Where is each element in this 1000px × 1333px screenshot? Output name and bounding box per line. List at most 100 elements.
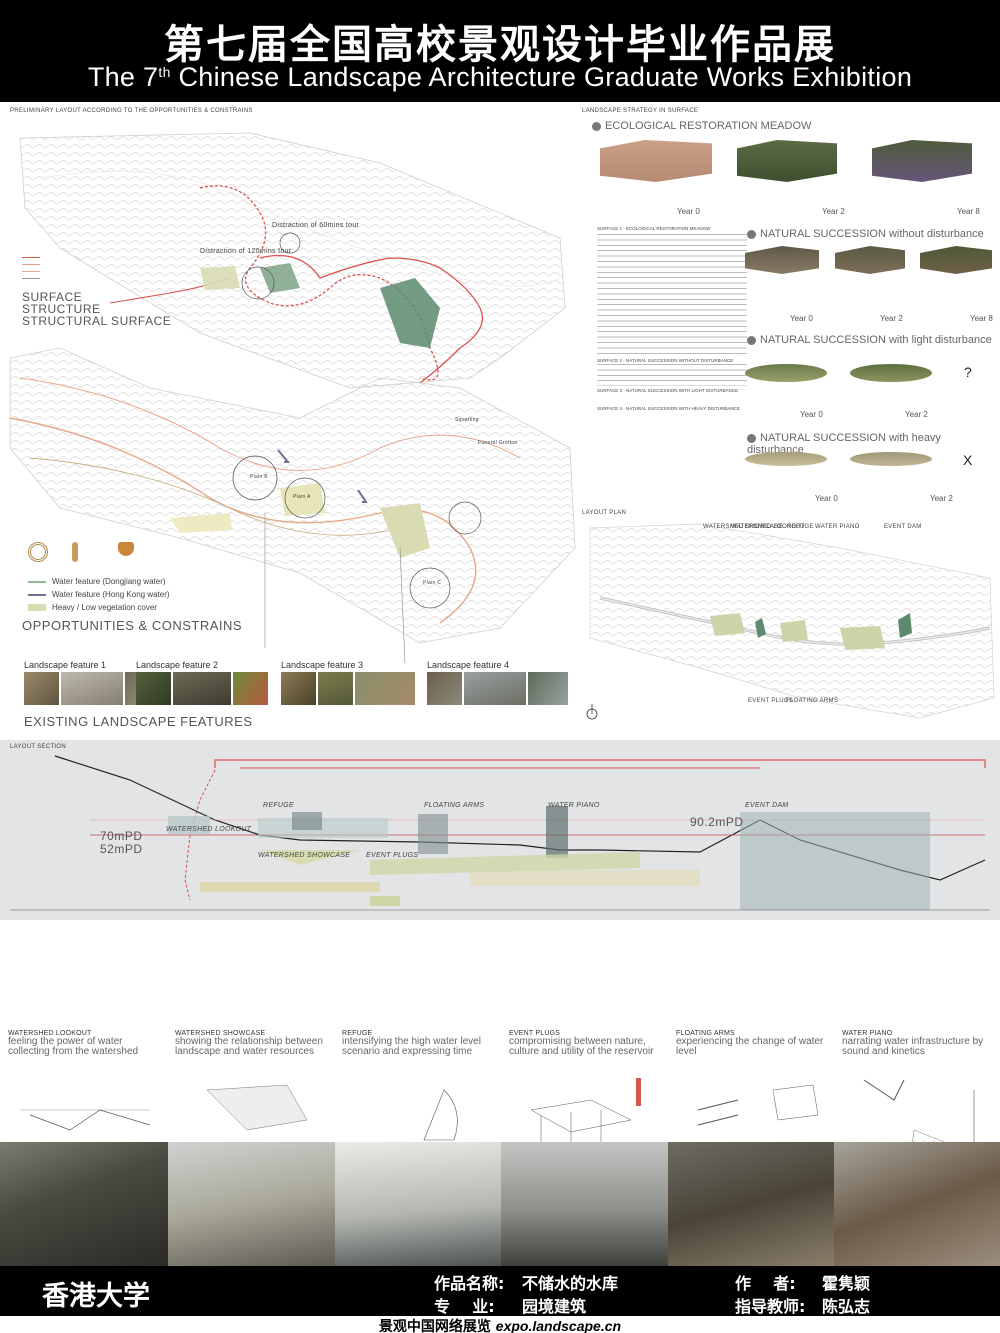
nat1-year0-terrain (745, 246, 819, 274)
preliminary-layout-title: PRELIMINARY LAYOUT ACCORDING TO THE OPPO… (10, 108, 253, 114)
para-title-1: SURFACE 1 - ECOLOGICAL RESTORATION MEADO… (597, 226, 711, 231)
nat3-year2-terrain (850, 452, 932, 466)
tour-60-label: Distraction of 60mins tour (272, 222, 360, 229)
nat1-title-text: NATURAL SUCCESSION without disturbance (760, 228, 984, 240)
nat3-year0-terrain (745, 452, 827, 466)
feature-photo (281, 672, 316, 705)
plan-label-arms: FLOATING ARMS (786, 698, 839, 704)
plan-label-refuge: REFUGE (787, 524, 814, 530)
bottom-caption: 景观中国网络展览 expo.landscape.cn (0, 1316, 1000, 1333)
legend-row-vegetation: Heavy / Low vegetation cover (28, 601, 170, 614)
plan-label-dam: EVENT DAM (884, 524, 922, 530)
feature-photo (464, 672, 526, 705)
detail-header: WATERSHED LOOKOUT feeling the power of w… (8, 1030, 164, 1057)
nat1-year8-terrain (920, 246, 992, 274)
hongkong-swatch (28, 593, 46, 596)
feature-photo (136, 672, 171, 705)
work-label: 作品名称: (434, 1274, 505, 1293)
title-en-sup: th (158, 64, 171, 80)
paragraph-block (597, 234, 747, 354)
badge-icon (747, 335, 756, 345)
section-label-dam: EVENT DAM (745, 802, 789, 809)
detail-header: FLOATING ARMS experiencing the change of… (676, 1030, 832, 1057)
plan-label-lookout: WATERSHED LOOKOUT (731, 524, 805, 530)
detail-subtitle: intensifying the high water level scenar… (342, 1036, 481, 1057)
terrain-maps (9, 132, 576, 663)
nat1-year2-terrain (835, 246, 905, 274)
bottom-url: expo.landscape.cn (495, 1318, 622, 1333)
layout-plan-title: LAYOUT PLAN (582, 510, 627, 516)
major: 园境建筑 (522, 1297, 587, 1316)
feature-label: Landscape feature 2 (136, 660, 219, 670)
structure-label: STRUCTURE (22, 302, 101, 316)
feature-photos (136, 672, 268, 705)
question-mark: ? (964, 364, 972, 380)
water-legend: Water feature (Dongjiang water) Water fe… (28, 575, 170, 614)
badge-icon (747, 433, 756, 443)
nat1-year0-label: Year 0 (790, 314, 813, 323)
well-icon (72, 542, 78, 562)
feature-photos (427, 672, 568, 705)
nat1-year2-label: Year 2 (880, 314, 903, 323)
bell-icon (28, 542, 48, 562)
poster-header: 第七届全国高校景观设计毕业作品展 The 7th Chinese Landsca… (0, 0, 1000, 102)
render-strip (0, 1142, 1000, 1266)
strategy-title: LANDSCAPE STRATEGY IN SURFACE (582, 108, 699, 114)
detail-header: REFUGE intensifying the high water level… (342, 1030, 498, 1057)
feature-label: Landscape feature 1 (24, 660, 107, 670)
layout-plan-map (586, 523, 995, 720)
render-showcase (168, 1142, 335, 1266)
detail-title: FLOATING ARMS (676, 1030, 735, 1037)
feature-photo (528, 672, 568, 705)
detail-title: EVENT PLUGS (509, 1030, 561, 1037)
section-label-piano: WATER PIANO (548, 802, 600, 809)
badge-icon (747, 229, 756, 239)
structural-surface-label: STRUCTURAL SURFACE (22, 314, 172, 328)
nat1-title: NATURAL SUCCESSION without disturbance (747, 228, 984, 240)
render-refuge (335, 1142, 501, 1266)
x-mark: X (963, 452, 973, 468)
landscape-feature-2: Landscape feature 2 (136, 660, 268, 705)
eco-title-text: ECOLOGICAL RESTORATION MEADOW (605, 120, 812, 132)
advisor-label: 指导教师: (735, 1297, 806, 1316)
feature-photo (24, 672, 59, 705)
detail-subtitle: compromising between nature, culture and… (509, 1036, 654, 1057)
para-title-3: SURFACE 3 - NATURAL SUCCESSION WITH LIGH… (597, 388, 739, 393)
section-label-refuge: REFUGE (263, 802, 294, 809)
eco-year2-terrain (737, 140, 837, 182)
university-name: 香港大学 (42, 1281, 150, 1312)
major-label: 专 业: (434, 1297, 495, 1316)
squatting-label: Squatting (455, 417, 479, 423)
detail-header: WATERSHED SHOWCASE showing the relations… (175, 1030, 331, 1057)
legend-label: Water feature (Hong Kong water) (52, 590, 170, 599)
nat1-year8-label: Year 8 (970, 314, 993, 323)
feature-photo (318, 672, 353, 705)
plan-label-showcase: WATERSHED SHOWCASE (703, 524, 783, 530)
section-label-lookout: WATERSHED LOOKOUT (166, 826, 252, 833)
route-legend-row (22, 261, 46, 268)
section-label-arms: FLOATING ARMS (424, 802, 485, 809)
render-floating-arms (668, 1142, 834, 1266)
badge-icon (592, 121, 601, 131)
section-label-plugs: EVENT PLUGS (366, 852, 419, 859)
plan-label-piano: WATER PIANO (815, 524, 860, 530)
detail-header: WATER PIANO narrating water infrastructu… (842, 1030, 998, 1057)
eco-title: ECOLOGICAL RESTORATION MEADOW (592, 120, 811, 132)
route-legend-row (22, 275, 46, 282)
title-chinese: 第七届全国高校景观设计毕业作品展 (164, 22, 836, 68)
detail-subtitle: showing the relationship between landsca… (175, 1036, 323, 1057)
nat2-year2-label: Year 2 (905, 410, 928, 419)
funeral-label: Funeral Grotton (478, 440, 518, 446)
render-event-plugs (501, 1142, 668, 1266)
legend-row-dongjiang: Water feature (Dongjiang water) (28, 575, 170, 588)
legend-label: Water feature (Dongjiang water) (52, 577, 166, 586)
eco-year0-label: Year 0 (677, 207, 700, 216)
layout-section: LAYOUT SECTION 70mPD 52mPD 90.2mPD REFUG… (0, 740, 1000, 920)
feature-photos (281, 672, 415, 705)
detail-title: WATER PIANO (842, 1030, 893, 1037)
plan-label-plugs: EVENT PLUGS (748, 698, 794, 704)
plain-c-label: Plain C (423, 580, 442, 586)
route-legend-row (22, 254, 46, 261)
elevation-70: 70mPD (100, 829, 143, 843)
nat2-title-text: NATURAL SUCCESSION with light disturbanc… (760, 334, 992, 346)
